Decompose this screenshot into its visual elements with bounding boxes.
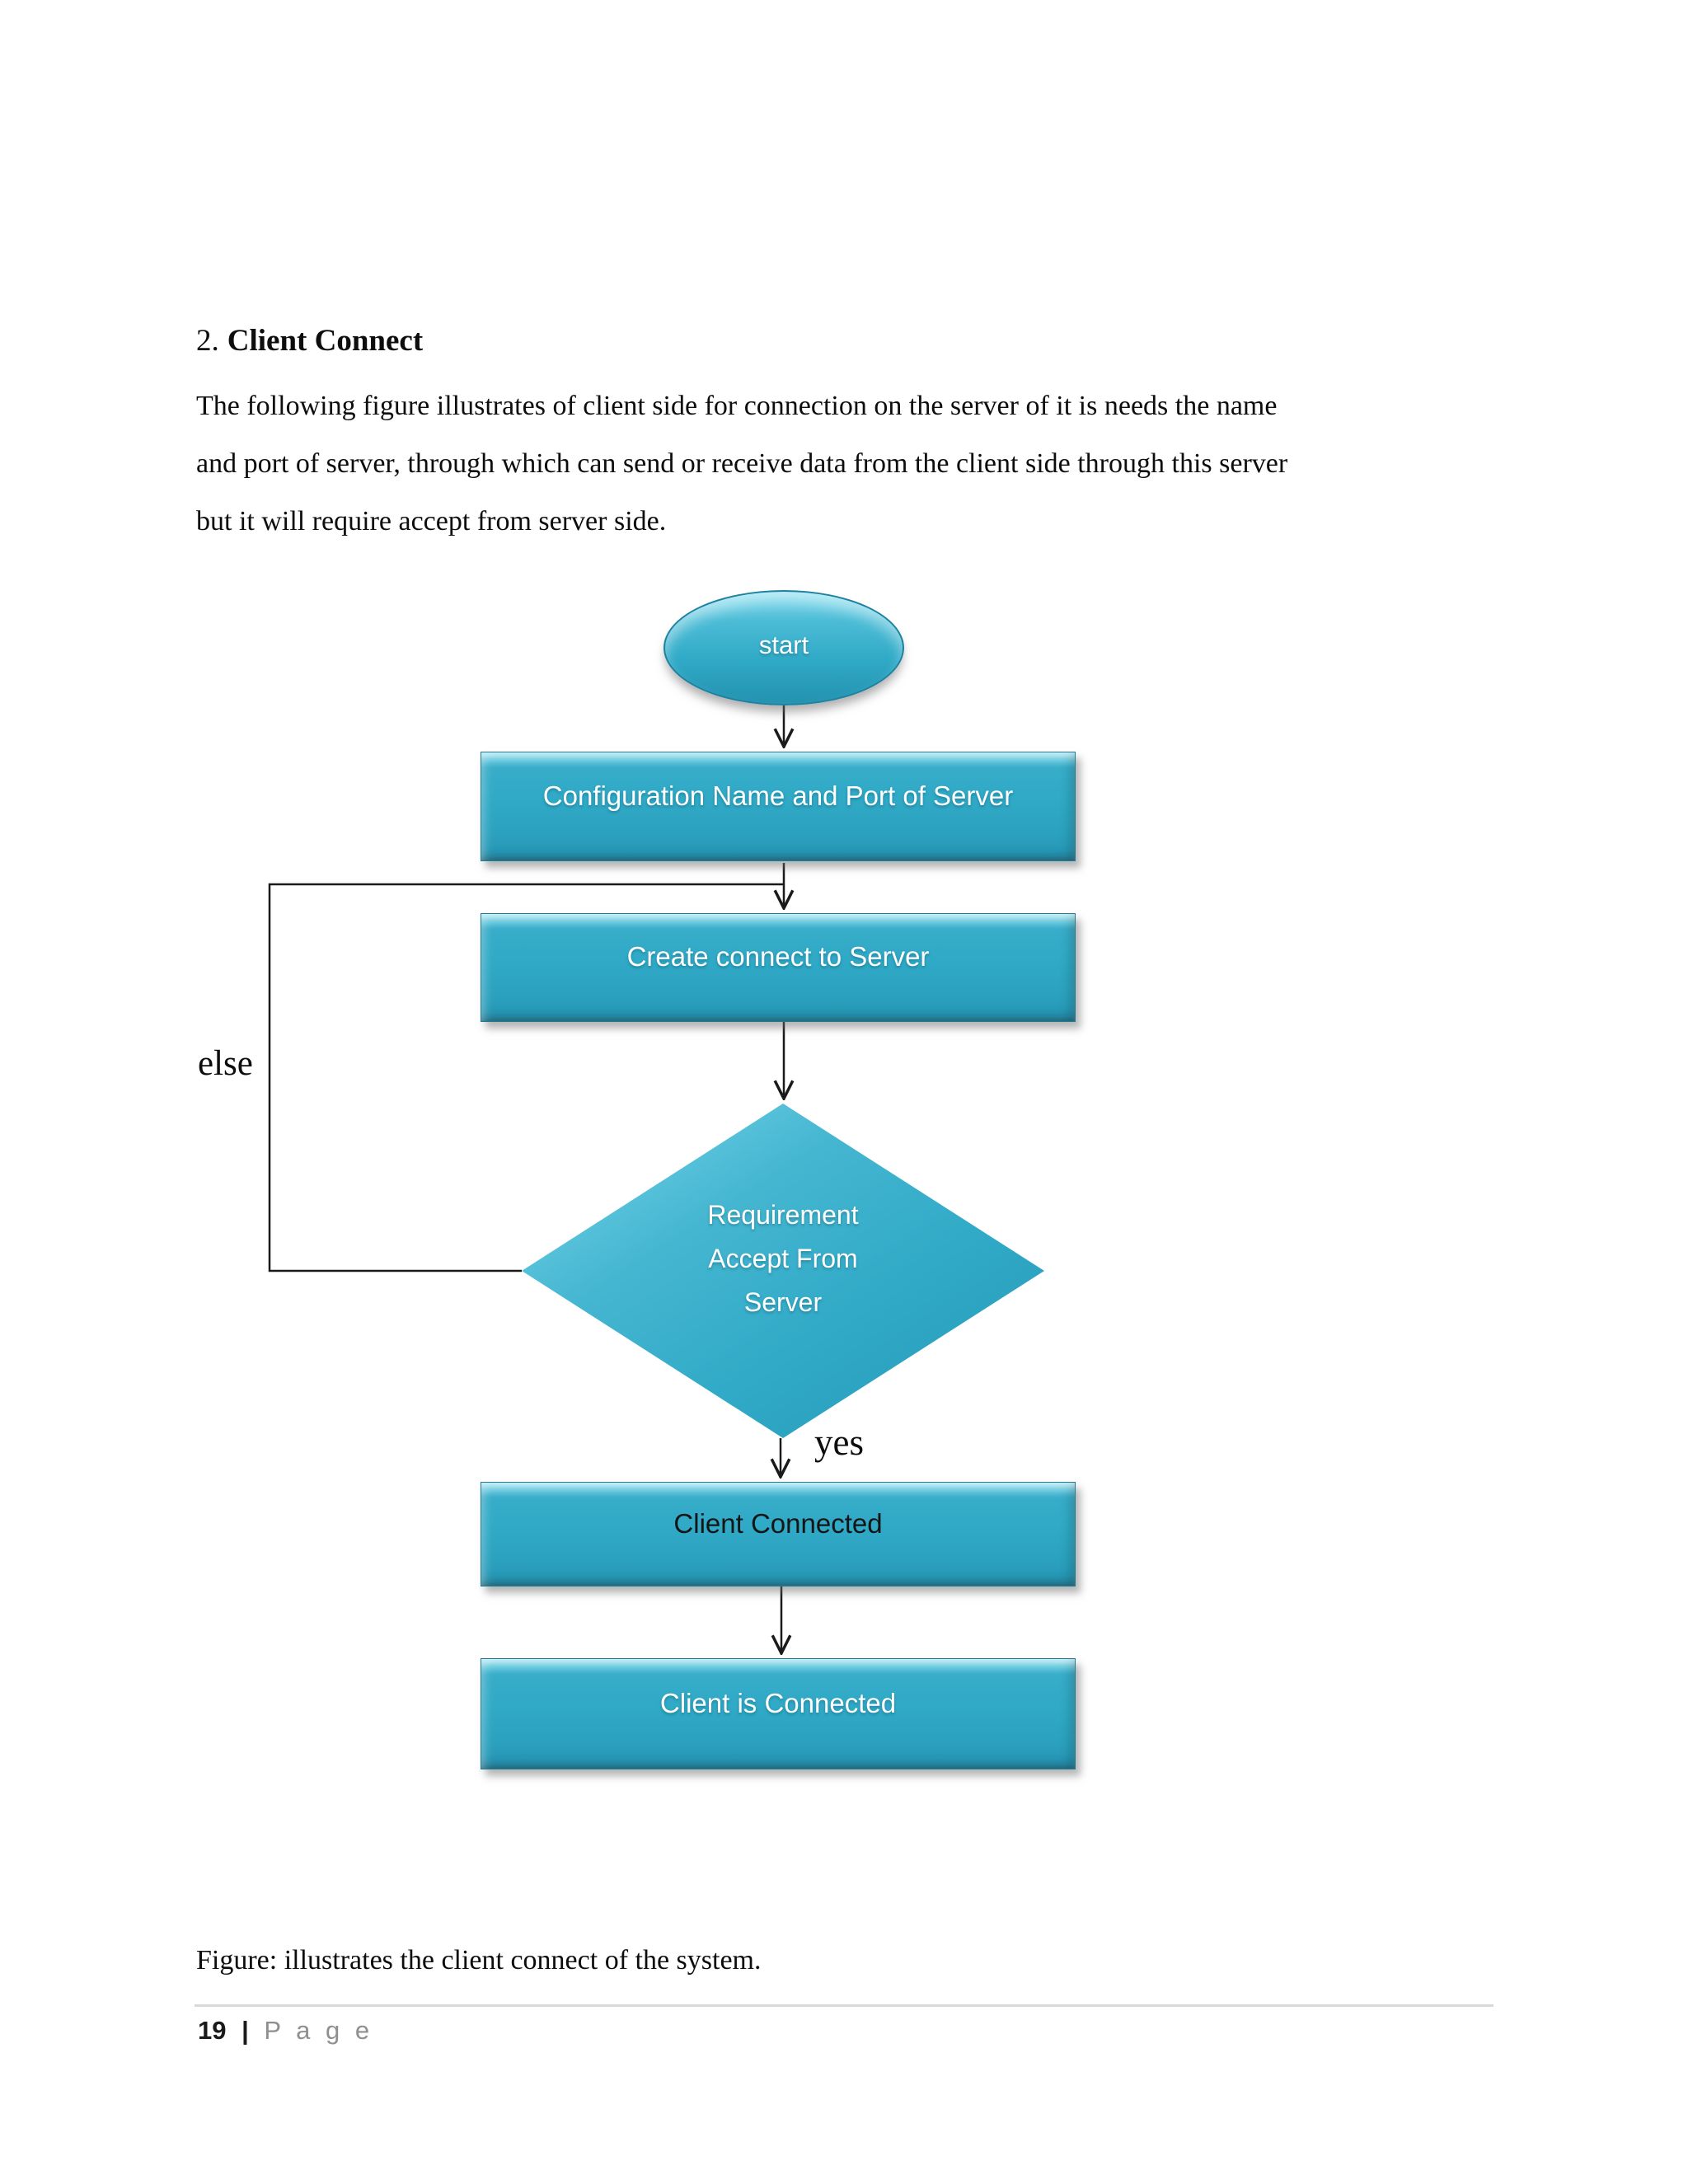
page-footer: 19 | P a g e	[198, 2016, 373, 2046]
decision-label: Requirement Accept From Server	[707, 1193, 858, 1324]
decision-label-line: Accept From	[708, 1243, 858, 1273]
flowchart-node-start: start	[663, 590, 904, 705]
flowchart-node-decision: Requirement Accept From Server	[522, 1104, 1044, 1438]
figure-caption: Figure: illustrates the client connect o…	[196, 1945, 762, 1975]
flowchart-node-client-connected: Client Connected	[481, 1482, 1076, 1586]
flowchart-node-client-is-connected: Client is Connected	[481, 1658, 1076, 1769]
edge-label-else: else	[198, 1044, 253, 1083]
page-number: 19	[198, 2016, 227, 2045]
section-heading: 2.Client Connect	[196, 323, 423, 359]
flowchart-node-create-connect: Create connect to Server	[481, 913, 1076, 1022]
flowchart-node-configuration: Configuration Name and Port of Server	[481, 752, 1076, 861]
node-label: Configuration Name and Port of Server	[542, 780, 1014, 811]
node-label: Client is Connected	[659, 1687, 897, 1718]
node-label: Create connect to Server	[626, 941, 930, 972]
footer-divider	[195, 2004, 1493, 2007]
edge-label-yes: yes	[814, 1422, 864, 1463]
footer-separator: |	[241, 2016, 249, 2045]
decision-label-line: Requirement	[707, 1199, 859, 1230]
paragraph-line: and port of server, through which can se…	[196, 448, 1288, 479]
decision-label-line: Server	[743, 1286, 823, 1317]
node-label: start	[758, 630, 809, 659]
node-label: Client Connected	[673, 1507, 883, 1539]
paragraph-line: but it will require accept from server s…	[196, 506, 667, 537]
body-paragraph: The following figure illustrates of clie…	[196, 377, 1287, 551]
footer-page-word: P a g e	[264, 2016, 374, 2045]
section-title: Client Connect	[227, 324, 424, 358]
paragraph-line: The following figure illustrates of clie…	[196, 391, 1278, 421]
section-number: 2.	[196, 324, 219, 358]
